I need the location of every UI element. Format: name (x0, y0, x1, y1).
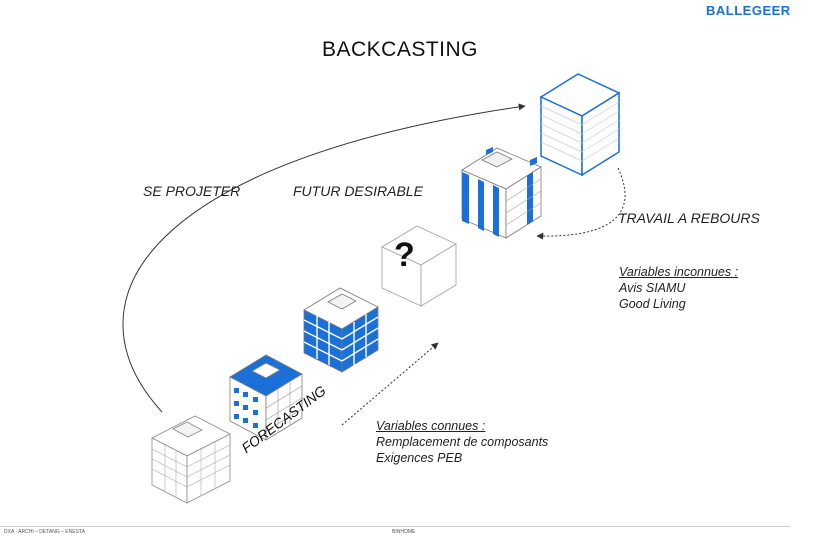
building-unknown (381, 225, 457, 307)
label-travail-a-rebours: TRAVAIL A REBOURS (618, 210, 760, 226)
unknown-variable-item: Good Living (619, 297, 686, 311)
known-variables-heading: Variables connues : (376, 419, 486, 433)
label-futur-desirable: FUTUR DESIRABLE (293, 183, 423, 199)
building-step-3 (303, 287, 379, 373)
known-variable-item: Exigences PEB (376, 451, 463, 465)
backcasting-arc (122, 103, 526, 413)
label-se-projeter: SE PROJETER (143, 183, 241, 199)
unknown-variables-heading: Variables inconnues : (619, 265, 739, 279)
unknown-variables: Variables inconnues : Avis SIAMU Good Li… (619, 264, 738, 312)
building-current (151, 415, 231, 504)
building-step-2 (229, 354, 303, 441)
unknown-variable-item: Avis SIAMU (619, 281, 686, 295)
building-target (539, 73, 621, 177)
forecasting-arrow (341, 342, 439, 426)
page-title: BACKCASTING (321, 38, 479, 61)
known-variables: Variables connues : Remplacement de comp… (376, 418, 548, 466)
brand-logo: BALLEGEER (706, 3, 791, 18)
question-mark: ? (394, 236, 415, 274)
known-variable-item: Remplacement de composants (376, 435, 549, 449)
footer-left: DXA · ARCHI – DETANG – ENESTA (4, 529, 85, 535)
rebours-arrow (536, 167, 626, 240)
building-desirable-future (461, 147, 542, 239)
footer-divider (0, 526, 790, 527)
footer-center: BINHOME (392, 529, 416, 535)
